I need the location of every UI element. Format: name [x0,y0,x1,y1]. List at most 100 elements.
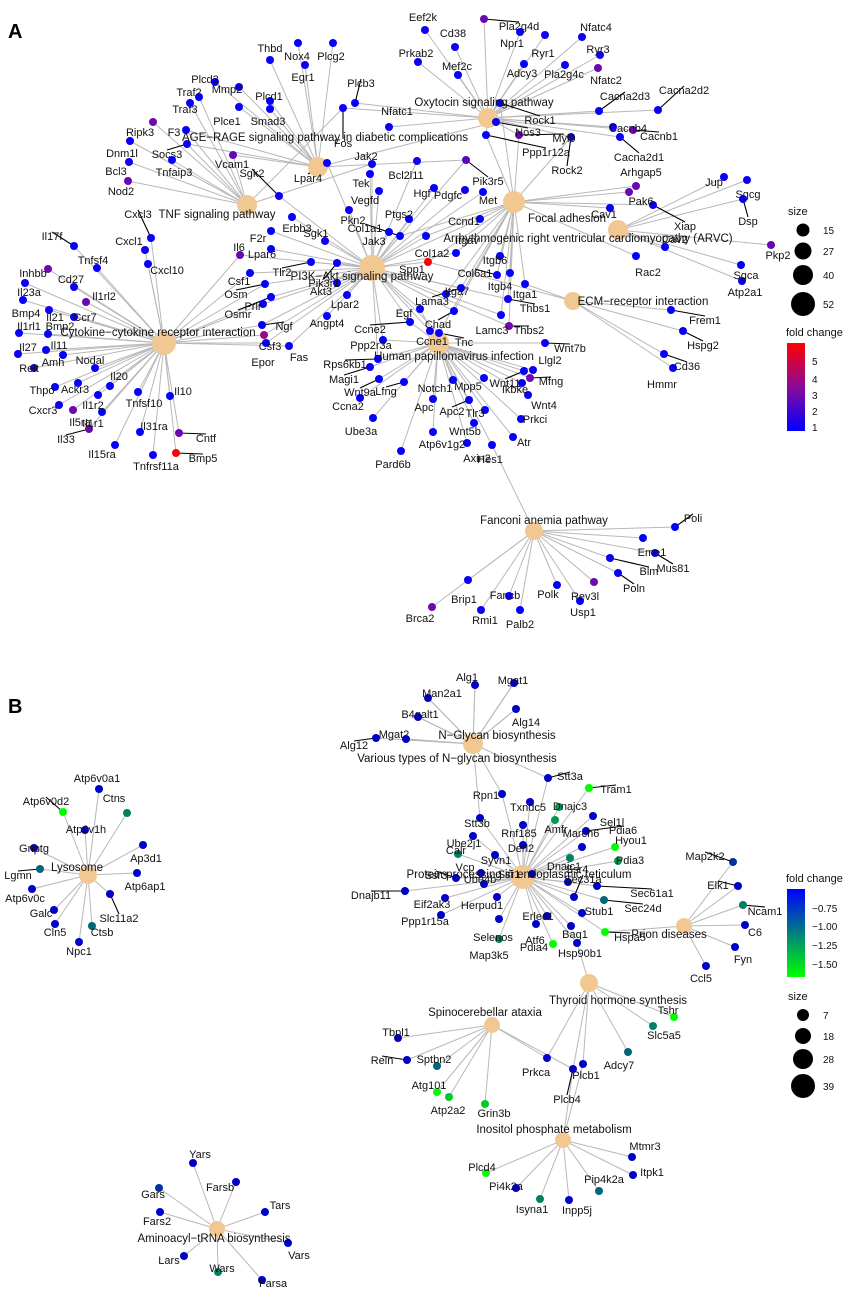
edge-map2k2-prion [683,861,734,927]
edge-osm-pi3k [264,267,373,285]
gene-node-syvn1 [491,851,499,859]
edge-hmmr-ecm [572,300,674,369]
gene-node-wnt5b [470,419,478,427]
gene-node-adcy7 [624,1048,632,1056]
legend-b-size-tick-1: 7 [823,1011,829,1022]
gene-label-selenos: Selenos [473,932,513,944]
gene-label-ube3a: Ube3a [345,426,378,438]
gene-label-poln: Poln [623,583,645,595]
gene-node-pard6b [397,447,405,455]
leader-pdia6 [585,825,624,832]
gene-label-mpp5: Mpp5 [454,381,482,393]
leader-plcb3 [354,78,362,104]
leader-rock2 [566,136,572,167]
edge-itga7-fa [445,201,515,295]
edge-pdia6-er [522,830,587,878]
edge-osmr-cyto [163,296,272,344]
gene-node-ryr1 [541,31,549,39]
edge-atp6v0d2-lyso [62,811,89,876]
gene-node-ctsb [88,922,96,930]
gene-node-il27 [14,350,22,358]
gene-node-nodal [91,364,99,372]
gene-node-galc [50,906,58,914]
gene-label-il1rl1: Il1rl1 [17,321,41,333]
gene-node-pik3r1 [333,259,341,267]
gene-node-farsa [258,1276,266,1284]
edge-f3-tnf [185,129,248,206]
gene-label-ptgs2: Ptgs2 [385,209,413,221]
gene-node-rnf185 [519,821,527,829]
gene-node-ryr3 [596,51,604,59]
gene-node-sec24d [600,896,608,904]
gene-label-itgb4: Itgb4 [488,281,512,293]
edge-xiap-fa [513,201,654,206]
gene-label-prkca: Prkca [522,1067,551,1079]
gene-label-cxcl1: Cxcl1 [115,236,143,248]
edge-thbs2-pi3k [371,267,510,327]
gene-label-met: Met [479,195,497,207]
legend-b-size-tick-4: 39 [823,1082,835,1093]
legend-a-size-tick-4: 52 [823,300,835,311]
pathway-label-cytokine-cytokine-receptor-interaction: Cytokine−cytokine receptor interaction [60,327,255,339]
gene-node-pdia3 [614,857,622,865]
edge-ctns-lyso [87,812,128,876]
pathway-label-inositol-phosphate-metabolism: Inositol phosphate metabolism [476,1124,631,1136]
gene-label-pkn2: Pkn2 [340,215,365,227]
gene-label-tram1: Tram1 [600,784,631,796]
gene-node-cd36 [660,350,668,358]
legend-a-color-bar [787,343,805,431]
gene-node-brip1 [464,576,472,584]
gene-node-dnm1l [126,137,134,145]
gene-label-relt: Relt [19,363,39,375]
edge-bcl2l11-pi3k [371,160,418,269]
gene-label-pdia6: Pdia6 [609,825,637,837]
gene-label-nodal: Nodal [76,355,105,367]
edge-pip4k2a-ipm [562,1139,600,1192]
gene-node-mgat1 [510,679,518,687]
gene-label-elk1: Elk1 [707,880,728,892]
gene-node-alg14 [512,705,520,713]
gene-label-col6a1: Col6a1 [458,268,493,280]
gene-node-inhbb [44,265,52,273]
gene-label-arhgap5: Arhgap5 [620,167,662,179]
gene-label-notch1: Notch1 [418,383,453,395]
gene-node-stt3b [476,814,484,822]
gene-label-ssr4: Ssr4 [566,864,589,876]
gene-node-tbpl1 [394,1034,402,1042]
gene-node-dnajb11 [401,887,409,895]
gene-label-ccnd1: Ccnd1 [448,216,480,228]
gene-node-fancb [505,592,513,600]
gene-node-ncam1 [739,901,747,909]
legend-a-size-tick-2: 27 [823,247,835,258]
gene-node-plcg2 [329,39,337,47]
edge-vars-trna [216,1228,289,1244]
gene-label-ctsb: Ctsb [91,927,114,939]
edge-reln-sca [406,1024,493,1061]
edge-atr-hpv [437,342,514,438]
gene-label-pip4k2a: Pip4k2a [584,1174,625,1186]
edge-polk-fan [533,530,558,586]
gene-node-ssr4 [564,878,572,886]
legend-b-color-tick-2: −1.00 [812,922,838,933]
gene-node-apc2 [465,396,473,404]
gene-node-plcd1 [266,97,274,105]
gene-node-thbs1 [504,295,512,303]
gene-node-met [479,188,487,196]
pathway-label-focal-adhesion: Focal adhesion [528,213,606,225]
gene-label-pla2g4c: Pla2g4c [544,69,584,81]
gene-node-fos [339,104,347,112]
gene-label-mtmr3: Mtmr3 [629,1141,660,1153]
edge-atg101-sca [436,1024,493,1093]
gene-label-tlr2: Tlr2 [273,267,292,279]
gene-node-lamc3 [497,311,505,319]
gene-label-derl2: Derl2 [508,843,534,855]
gene-label-ccr7: Ccr7 [73,312,96,324]
pathway-node-spinocerebellar-ataxia [484,1017,500,1033]
gene-node-stt3a [544,774,552,782]
gene-node-nfatc2 [594,64,602,72]
gene-label-atp6v1h: Atp6v1h [66,824,106,836]
edge-prlr-cyto [163,303,264,344]
leader-cd36 [663,353,688,363]
pathway-label-n-glycan-biosynthesis: N−Glycan biosynthesis [438,730,556,742]
edge-ppp1r12a-fa [485,134,515,203]
